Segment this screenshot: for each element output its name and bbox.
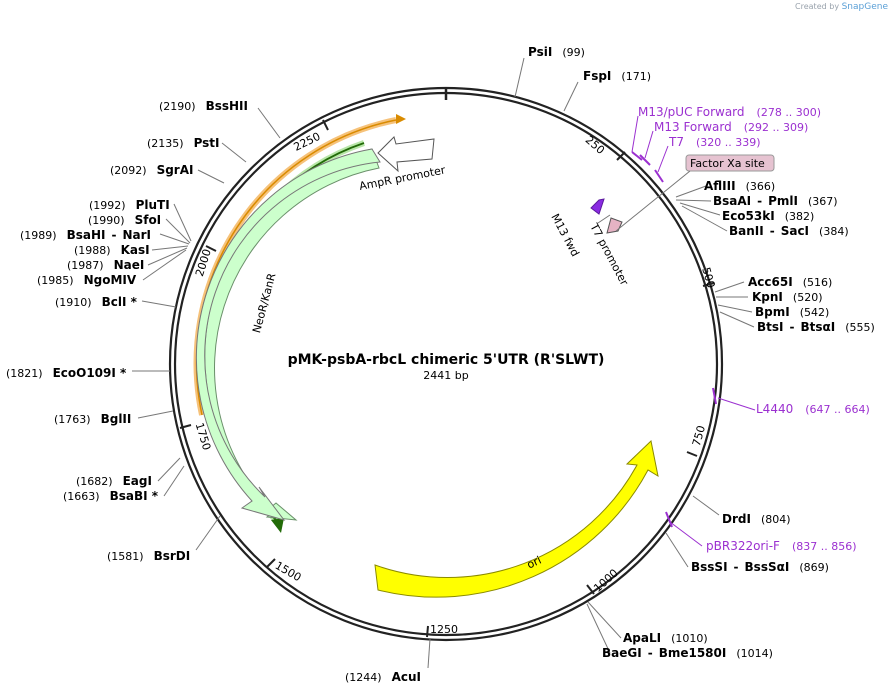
m13-fwd-feature[interactable] (590, 198, 605, 215)
enzyme-acui[interactable]: (1244)AcuI (345, 670, 421, 684)
tick-marks (179, 119, 715, 638)
enzyme-eco53ki[interactable]: Eco53kI(382) (722, 209, 814, 223)
neor-arc-arrowhead (271, 518, 284, 533)
enzyme-bsahi[interactable]: (1989)BsaHI-NarI (20, 228, 151, 242)
tick-label-1500: 1500 (273, 559, 304, 584)
enzyme-banii[interactable]: BanII-SacI(384) (729, 224, 849, 238)
enzyme-bsabi[interactable]: (1663)BsaBI * (63, 489, 159, 503)
enzyme-pluti[interactable]: (1992)PluTI (89, 198, 170, 212)
primer-l4440[interactable]: L4440(647 .. 664) (756, 402, 870, 416)
enzyme-ngomiv[interactable]: (1985)NgoMIV (37, 273, 137, 287)
enzyme-bpmi[interactable]: BpmI(542) (755, 305, 829, 319)
neor-kanr-label: NeoR/KanR (250, 271, 279, 334)
t7-promoter-feature[interactable] (606, 217, 623, 234)
enzyme-bsaai[interactable]: BsaAI-PmlI(367) (713, 194, 838, 208)
enzyme-eagi[interactable]: (1682)EagI (76, 474, 152, 488)
primer-m13-puc[interactable]: M13/pUC Forward(278 .. 300) (638, 105, 821, 119)
factor-xa-label: Factor Xa site (690, 157, 765, 170)
enzyme-ecoo109i[interactable]: (1821)EcoO109I * (6, 366, 127, 380)
enzyme-bsshii[interactable]: (2190)BssHII (159, 99, 248, 113)
enzyme-acc65i[interactable]: Acc65I(516) (748, 275, 832, 289)
snapgene-credit: Created by SnapGene (795, 2, 888, 12)
neor-kanr-arrow[interactable] (195, 148, 381, 521)
enzyme-labels: PsiI(99) FspI(171) AflIII(366) BsaAI-Pml… (6, 45, 875, 684)
tick-label-500: 500 (699, 266, 717, 290)
primer-marks (631, 151, 717, 528)
enzyme-bglii[interactable]: (1763)BglII (54, 412, 131, 426)
orange-feature-arrowhead (396, 114, 406, 124)
factor-xa-pointer (615, 170, 691, 232)
enzyme-leaders (132, 57, 755, 669)
enzyme-kpni[interactable]: KpnI(520) (752, 290, 823, 304)
enzyme-kasi[interactable]: (1988)KasI (74, 243, 150, 257)
ori-label: ori (525, 554, 543, 572)
enzyme-sgrai[interactable]: (2092)SgrAI (110, 163, 193, 177)
factor-xa-box[interactable] (685, 154, 775, 172)
enzyme-fspi[interactable]: FspI(171) (583, 69, 651, 83)
tick-label-750: 750 (690, 424, 708, 448)
enzyme-drdi[interactable]: DrdI(804) (722, 512, 791, 526)
enzyme-afliii[interactable]: AflIII(366) (704, 179, 775, 193)
tick-labels: 250 500 750 1000 1250 1500 1750 2000 225… (193, 130, 718, 636)
plasmid-length: 2441 bp (423, 369, 468, 382)
t7-promoter-pointer (597, 214, 611, 224)
enzyme-psii[interactable]: PsiI(99) (528, 45, 585, 59)
primer-m13-forward[interactable]: M13 Forward(292 .. 309) (654, 120, 808, 134)
enzyme-baegi[interactable]: BaeGI-Bme1580I(1014) (602, 646, 773, 660)
enzyme-sfoi[interactable]: (1990)SfoI (88, 213, 161, 227)
enzyme-bsrdi[interactable]: (1581)BsrDI (107, 549, 190, 563)
primer-pbr322ori-f[interactable]: pBR322ori-F(837 .. 856) (706, 539, 857, 553)
enzyme-psti[interactable]: (2135)PstI (147, 136, 220, 150)
primer-t7[interactable]: T7(320 .. 339) (668, 135, 761, 149)
primer-leaders (631, 115, 756, 547)
enzyme-bcli[interactable]: (1910)BclI * (55, 295, 138, 309)
ampr-promoter-feature[interactable] (377, 136, 435, 173)
enzyme-naei[interactable]: (1987)NaeI (67, 258, 144, 272)
tick-label-1250: 1250 (430, 623, 458, 636)
enzyme-btsi[interactable]: BtsI-BtsαI(555) (757, 320, 875, 334)
ori-feature[interactable] (374, 440, 659, 598)
m13-fwd-label: M13 fwd (548, 212, 581, 259)
plasmid-title: pMK-psbA-rbcL chimeric 5'UTR (R'SLWT) (288, 352, 605, 368)
enzyme-apali[interactable]: ApaLI(1010) (623, 631, 708, 645)
enzyme-bsssi[interactable]: BssSI-BssSαI(869) (691, 560, 829, 574)
